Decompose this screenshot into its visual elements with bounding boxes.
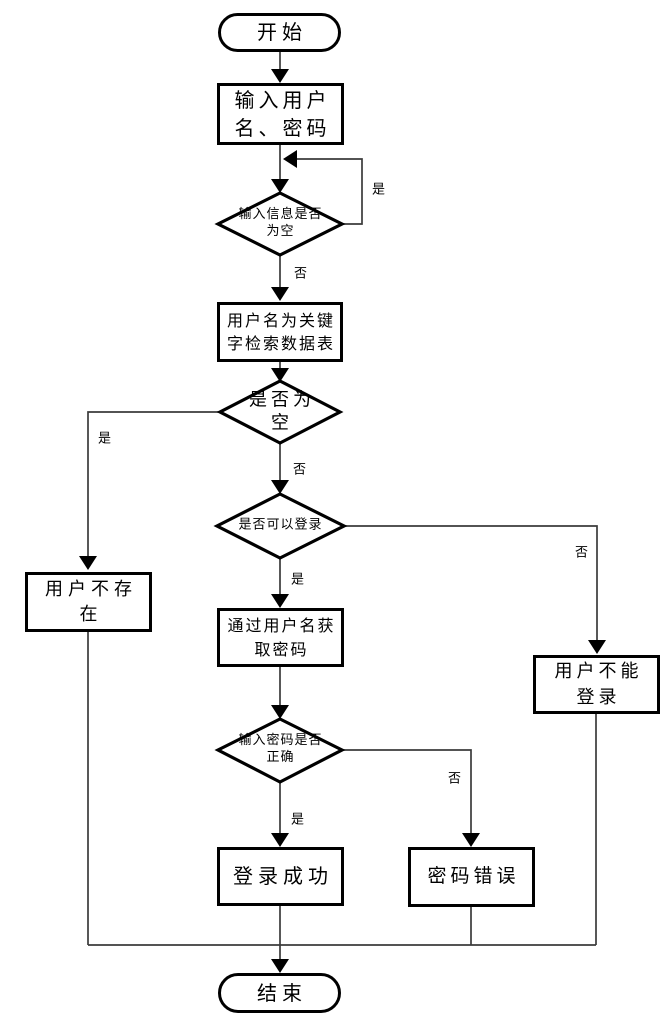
edge-result-yes-left: [87, 411, 220, 557]
node-login-success-label: 登录成功: [233, 864, 333, 888]
node-user-not-exist-line1: 用户不存: [45, 578, 137, 600]
edge-label-input-empty-no: 否: [293, 266, 309, 282]
node-input-credentials: 输入用户 名、密码: [217, 83, 344, 145]
edge-label-password-yes: 是: [290, 812, 306, 828]
node-end-label: 结束: [257, 980, 307, 1005]
node-input-credentials-line1: 输入用户: [234, 88, 331, 112]
node-search-table: 用户名为关键 字检索数据表: [217, 302, 343, 362]
arrowhead: [271, 705, 289, 719]
decision-diamonds: [213, 191, 348, 784]
node-end: 结束: [218, 973, 341, 1013]
node-start-label: 开始: [257, 20, 307, 44]
node-user-not-exist: 用户不存 在: [25, 572, 152, 632]
decision-check-input-empty-shape: [214, 191, 346, 257]
node-get-password-line2: 取密码: [254, 639, 309, 659]
arrowhead: [271, 833, 289, 847]
decision-check-input-empty-line1: 输入信息是否: [238, 207, 323, 223]
decision-check-password-line1: 输入密码是否: [238, 733, 323, 749]
arrowhead: [271, 69, 289, 83]
arrowhead: [271, 368, 289, 382]
arrowhead: [271, 480, 289, 494]
arrowhead: [271, 179, 289, 193]
decision-check-can-login-shape: [213, 492, 348, 560]
node-user-cannot-login-line1: 用户不能: [554, 661, 643, 683]
decision-check-input-empty-label: 输入信息是否 为空: [237, 207, 322, 241]
node-input-credentials-line2: 名、密码: [234, 116, 331, 140]
decision-check-can-login-label: 是否可以登录: [237, 518, 322, 535]
node-search-table-line2: 字检索数据表: [226, 334, 335, 353]
arrowhead: [283, 150, 297, 168]
decision-check-input-empty-line2: 为空: [266, 224, 295, 239]
connector-lines: [87, 52, 598, 960]
edge-label-can-login-no: 否: [574, 545, 590, 561]
decision-check-password-line2: 正确: [266, 750, 295, 765]
arrowheads: [79, 69, 606, 973]
node-password-error: 密码错误: [408, 847, 535, 907]
decision-check-result-empty-label: 是否为 空: [245, 389, 315, 436]
decision-check-result-empty-line2: 空: [271, 413, 293, 434]
node-start: 开始: [218, 13, 341, 52]
decision-check-result-empty-shape: [216, 379, 344, 445]
arrowhead: [271, 959, 289, 973]
node-search-table-line1: 用户名为关键: [226, 310, 335, 330]
arrowhead: [271, 287, 289, 301]
node-password-error-label: 密码错误: [427, 865, 520, 888]
node-get-password-line1: 通过用户名获: [227, 616, 336, 636]
edge-label-can-login-yes: 是: [290, 572, 306, 588]
decision-check-password-label: 输入密码是否 正确: [237, 733, 322, 767]
decision-check-password-shape: [214, 717, 346, 784]
edge-label-password-no: 否: [447, 771, 463, 787]
edge-loop-yes: [296, 158, 363, 225]
arrowhead: [588, 640, 606, 654]
edge-label-result-empty-yes: 是: [97, 431, 113, 447]
edge-pwd-no-right: [342, 749, 472, 834]
node-login-success: 登录成功: [217, 847, 344, 906]
decision-check-can-login-text: 是否可以登录: [238, 517, 323, 533]
decision-check-result-empty-line1: 是否为: [249, 389, 315, 411]
edge-can-login-no-right: [344, 525, 598, 641]
arrowhead: [271, 594, 289, 608]
edge-label-result-empty-no: 否: [292, 462, 308, 478]
node-user-not-exist-line2: 在: [79, 604, 103, 625]
edge-label-input-empty-yes: 是: [371, 182, 387, 198]
arrowhead: [79, 556, 97, 570]
arrowhead: [462, 833, 480, 847]
node-user-cannot-login-line2: 登录: [576, 686, 621, 708]
node-get-password: 通过用户名获 取密码: [217, 608, 344, 667]
node-user-cannot-login: 用户不能 登录: [533, 655, 660, 714]
